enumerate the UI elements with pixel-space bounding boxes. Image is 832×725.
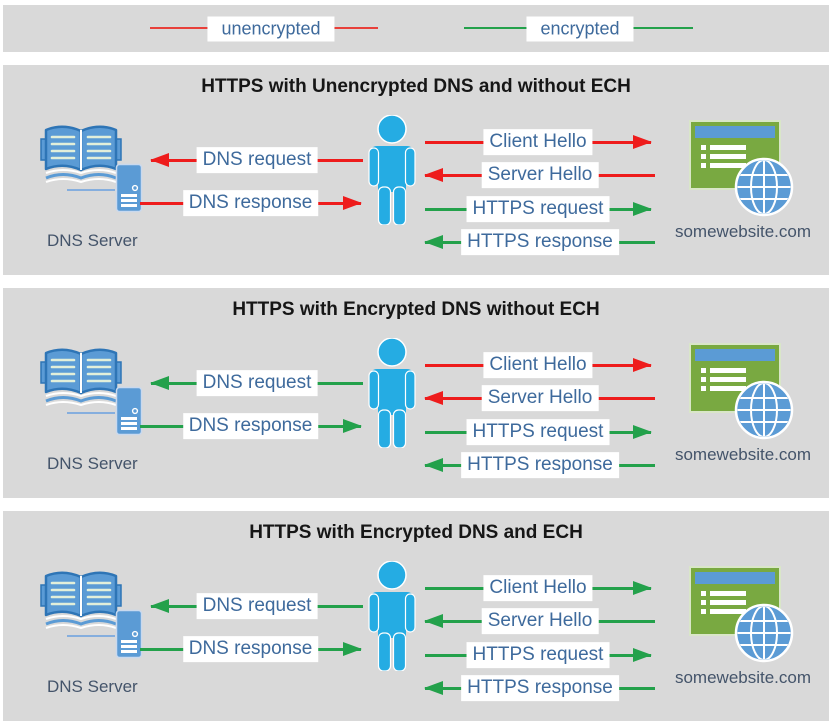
dns-server-tower-icon: [115, 386, 143, 436]
arrow-label: Client Hello: [483, 352, 593, 378]
arrowhead-left-icon: [424, 614, 443, 628]
dns-response-arrow: DNS response: [140, 189, 362, 217]
arrow-label: HTTPS request: [466, 419, 610, 445]
https-response-arrow: HTTPS response: [424, 451, 655, 479]
arrowhead-left-icon: [150, 599, 169, 613]
website-icon: [689, 566, 794, 663]
client-hello-arrow: Client Hello: [425, 574, 652, 602]
website-icon: [689, 120, 794, 217]
book-server-connector-line: [67, 412, 115, 414]
dns-request-arrow: DNS request: [150, 369, 363, 397]
panel-title: HTTPS with Encrypted DNS without ECH: [232, 299, 600, 320]
dns-request-arrow: DNS request: [150, 592, 363, 620]
user-icon: [368, 115, 416, 225]
dns-server-caption: DNS Server: [47, 231, 138, 250]
arrow-label: Server Hello: [481, 162, 599, 188]
scenario-panel: HTTPS with Encrypted DNS without ECH DNS…: [3, 288, 829, 498]
arrowhead-right-icon: [343, 419, 362, 433]
arrowhead-right-icon: [633, 648, 652, 662]
arrow-label: DNS response: [182, 636, 319, 662]
legend-bar: unencrypted encrypted: [3, 5, 829, 52]
arrowhead-left-icon: [424, 458, 443, 472]
arrowhead-right-icon: [343, 196, 362, 210]
arrow-label: DNS response: [182, 413, 319, 439]
https-response-arrow: HTTPS response: [424, 228, 655, 256]
arrow-label: Server Hello: [481, 385, 599, 411]
arrow-label: DNS response: [182, 190, 319, 216]
dns-book-icon: [40, 571, 122, 630]
https-response-arrow: HTTPS response: [424, 674, 655, 702]
dns-server-caption: DNS Server: [47, 677, 138, 696]
arrowhead-left-icon: [424, 391, 443, 405]
website-caption: somewebsite.com: [674, 445, 812, 464]
book-server-connector-line: [67, 635, 115, 637]
panel-title: HTTPS with Encrypted DNS and ECH: [249, 522, 583, 543]
arrowhead-left-icon: [150, 376, 169, 390]
website-caption: somewebsite.com: [674, 668, 812, 687]
globe-icon: [734, 603, 794, 663]
https-request-arrow: HTTPS request: [425, 641, 652, 669]
arrowhead-right-icon: [343, 642, 362, 656]
arrow-label: HTTPS request: [466, 196, 610, 222]
arrow-label: DNS request: [196, 370, 318, 396]
scenario-panel: HTTPS with Encrypted DNS and ECH DNS Ser…: [3, 511, 829, 721]
dns-server-tower-icon: [115, 163, 143, 213]
encrypted-label: encrypted: [526, 16, 634, 41]
globe-icon: [734, 380, 794, 440]
dns-response-arrow: DNS response: [140, 412, 362, 440]
arrowhead-left-icon: [150, 153, 169, 167]
dns-book-icon: [40, 125, 122, 184]
website-caption: somewebsite.com: [674, 222, 812, 241]
dns-request-arrow: DNS request: [150, 146, 363, 174]
server-hello-arrow: Server Hello: [424, 384, 655, 412]
arrowhead-left-icon: [424, 168, 443, 182]
book-server-connector-line: [67, 189, 115, 191]
arrow-label: HTTPS response: [461, 229, 619, 255]
dns-server-caption: DNS Server: [47, 454, 138, 473]
server-hello-arrow: Server Hello: [424, 161, 655, 189]
arrow-label: Server Hello: [481, 608, 599, 634]
website-icon: [689, 343, 794, 440]
client-hello-arrow: Client Hello: [425, 128, 652, 156]
globe-icon: [734, 157, 794, 217]
https-request-arrow: HTTPS request: [425, 418, 652, 446]
arrow-label: HTTPS response: [461, 675, 619, 701]
arrowhead-left-icon: [424, 235, 443, 249]
arrowhead-right-icon: [633, 425, 652, 439]
dns-server-tower-icon: [115, 609, 143, 659]
client-hello-arrow: Client Hello: [425, 351, 652, 379]
panel-title: HTTPS with Unencrypted DNS and without E…: [201, 76, 631, 97]
arrow-label: Client Hello: [483, 129, 593, 155]
dns-book-icon: [40, 348, 122, 407]
https-request-arrow: HTTPS request: [425, 195, 652, 223]
arrowhead-right-icon: [633, 202, 652, 216]
arrowhead-right-icon: [633, 135, 652, 149]
arrow-label: HTTPS request: [466, 642, 610, 668]
arrow-label: DNS request: [196, 593, 318, 619]
scenario-panel: HTTPS with Unencrypted DNS and without E…: [3, 65, 829, 275]
arrowhead-right-icon: [633, 581, 652, 595]
arrowhead-right-icon: [633, 358, 652, 372]
dns-response-arrow: DNS response: [140, 635, 362, 663]
user-icon: [368, 338, 416, 448]
arrow-label: DNS request: [196, 147, 318, 173]
arrow-label: Client Hello: [483, 575, 593, 601]
user-icon: [368, 561, 416, 671]
arrow-label: HTTPS response: [461, 452, 619, 478]
unencrypted-label: unencrypted: [207, 16, 335, 41]
server-hello-arrow: Server Hello: [424, 607, 655, 635]
arrowhead-left-icon: [424, 681, 443, 695]
